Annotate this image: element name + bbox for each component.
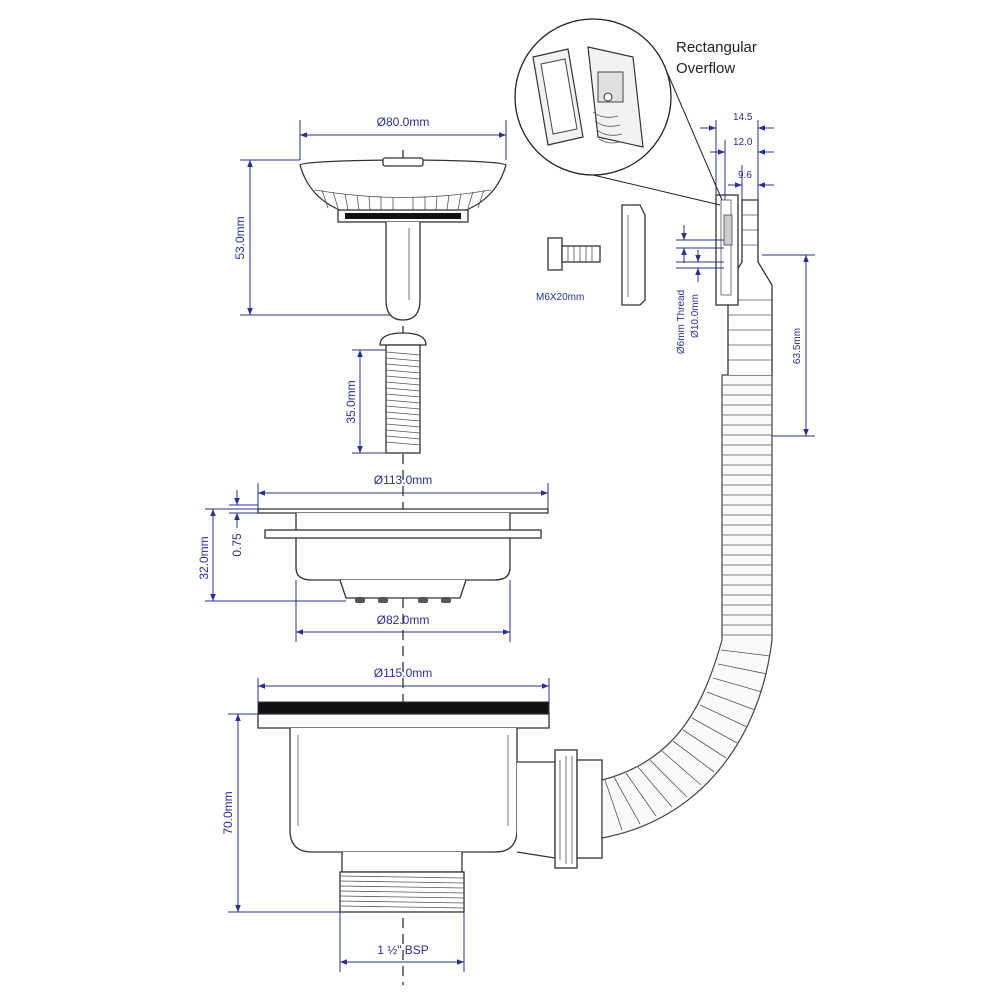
- body-height-label: 70.0mm: [221, 791, 235, 834]
- body-flange-diameter-label: Ø115.0mm: [374, 666, 432, 680]
- dim-outlet-thread: 1 ½" BSP: [339, 912, 465, 972]
- basket-bottom-diameter-label: Ø82.0mm: [377, 613, 430, 627]
- dim-screw-length: 35.0mm: [344, 349, 386, 454]
- overflow-height-label: 63.5mm: [792, 328, 803, 364]
- overflow-plate: [715, 194, 739, 306]
- flange-height-label: 32.0mm: [197, 536, 211, 579]
- dim-flange-thickness: 0.75: [229, 490, 258, 557]
- overflow-width-1: 14.5: [733, 112, 753, 123]
- bolt-label: M6X20mm: [536, 292, 584, 303]
- rectangular-overflow-callout: Rectangular Overflow: [514, 18, 757, 206]
- callout-line-1: Rectangular: [676, 39, 757, 56]
- dim-basket-bottom-diameter: Ø82.0mm: [295, 580, 511, 642]
- flange-diameter-label: Ø113.0mm: [374, 473, 432, 487]
- flange-basket: [257, 508, 549, 603]
- flexible-hose: [601, 199, 773, 839]
- outlet-thread-label: 1 ½" BSP: [377, 943, 429, 957]
- strainer-basket: [299, 157, 507, 321]
- screw-length-label: 35.0mm: [344, 380, 358, 423]
- strainer-height-label: 53.0mm: [233, 216, 247, 259]
- dim-overflow-height: 63.5mm: [762, 254, 815, 437]
- screw: [379, 332, 427, 454]
- dim-body-flange-diameter: Ø115.0mm: [257, 666, 550, 702]
- callout-line-2: Overflow: [676, 60, 735, 77]
- dim-flange-diameter: Ø113.0mm: [257, 473, 549, 509]
- dim-strainer-diameter: Ø80.0mm: [299, 115, 507, 160]
- overflow-bolt: M6X20mm: [536, 237, 601, 303]
- strainer-diameter-label: Ø80.0mm: [377, 115, 430, 129]
- overflow-thread-label: Ø6mm Thread: [676, 290, 687, 354]
- dim-strainer-height: 53.0mm: [233, 159, 390, 316]
- overflow-width-3: 9.6: [738, 170, 752, 181]
- dim-flange-height: 32.0mm: [197, 508, 346, 602]
- dim-body-height: 70.0mm: [221, 713, 340, 913]
- dim-overflow-thread: Ø6mm Thread Ø10.0mm: [676, 225, 724, 354]
- overflow-gasket: [621, 204, 646, 306]
- flange-thickness-label: 0.75: [230, 533, 244, 557]
- overflow-hole-label: Ø10.0mm: [690, 294, 701, 338]
- waste-body: [257, 701, 603, 913]
- overflow-width-2: 12.0: [733, 137, 753, 148]
- dim-overflow-widths: 14.5 12.0 9.6: [700, 112, 774, 200]
